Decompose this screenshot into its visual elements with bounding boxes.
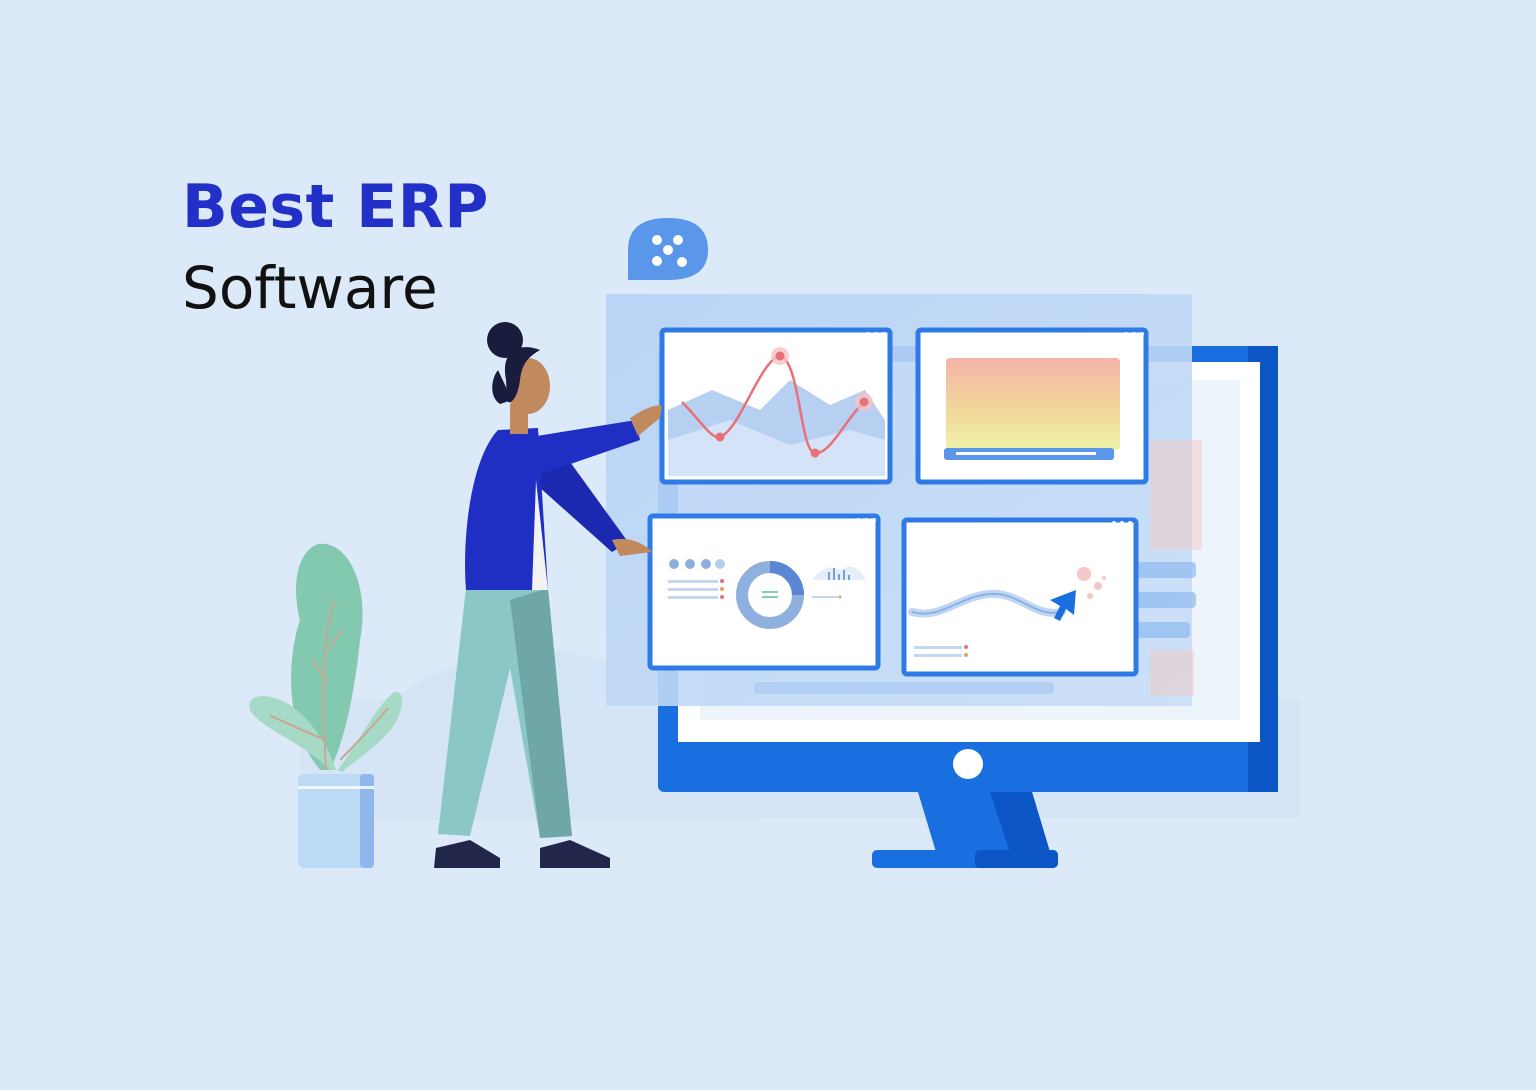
plant-icon xyxy=(249,543,403,868)
heading-block: Best ERP Software xyxy=(182,170,489,332)
panel-wave-chart xyxy=(901,517,1139,677)
panel-donut-chart xyxy=(647,513,881,671)
heading-software: Software xyxy=(182,254,438,322)
cursor-arrow-icon xyxy=(1050,590,1076,621)
panel-gradient xyxy=(915,327,1149,485)
heading-best-erp: Best ERP xyxy=(182,172,489,242)
chat-bubble-icon xyxy=(628,218,708,280)
person-figure xyxy=(434,322,662,868)
panel-line-chart xyxy=(659,327,893,485)
